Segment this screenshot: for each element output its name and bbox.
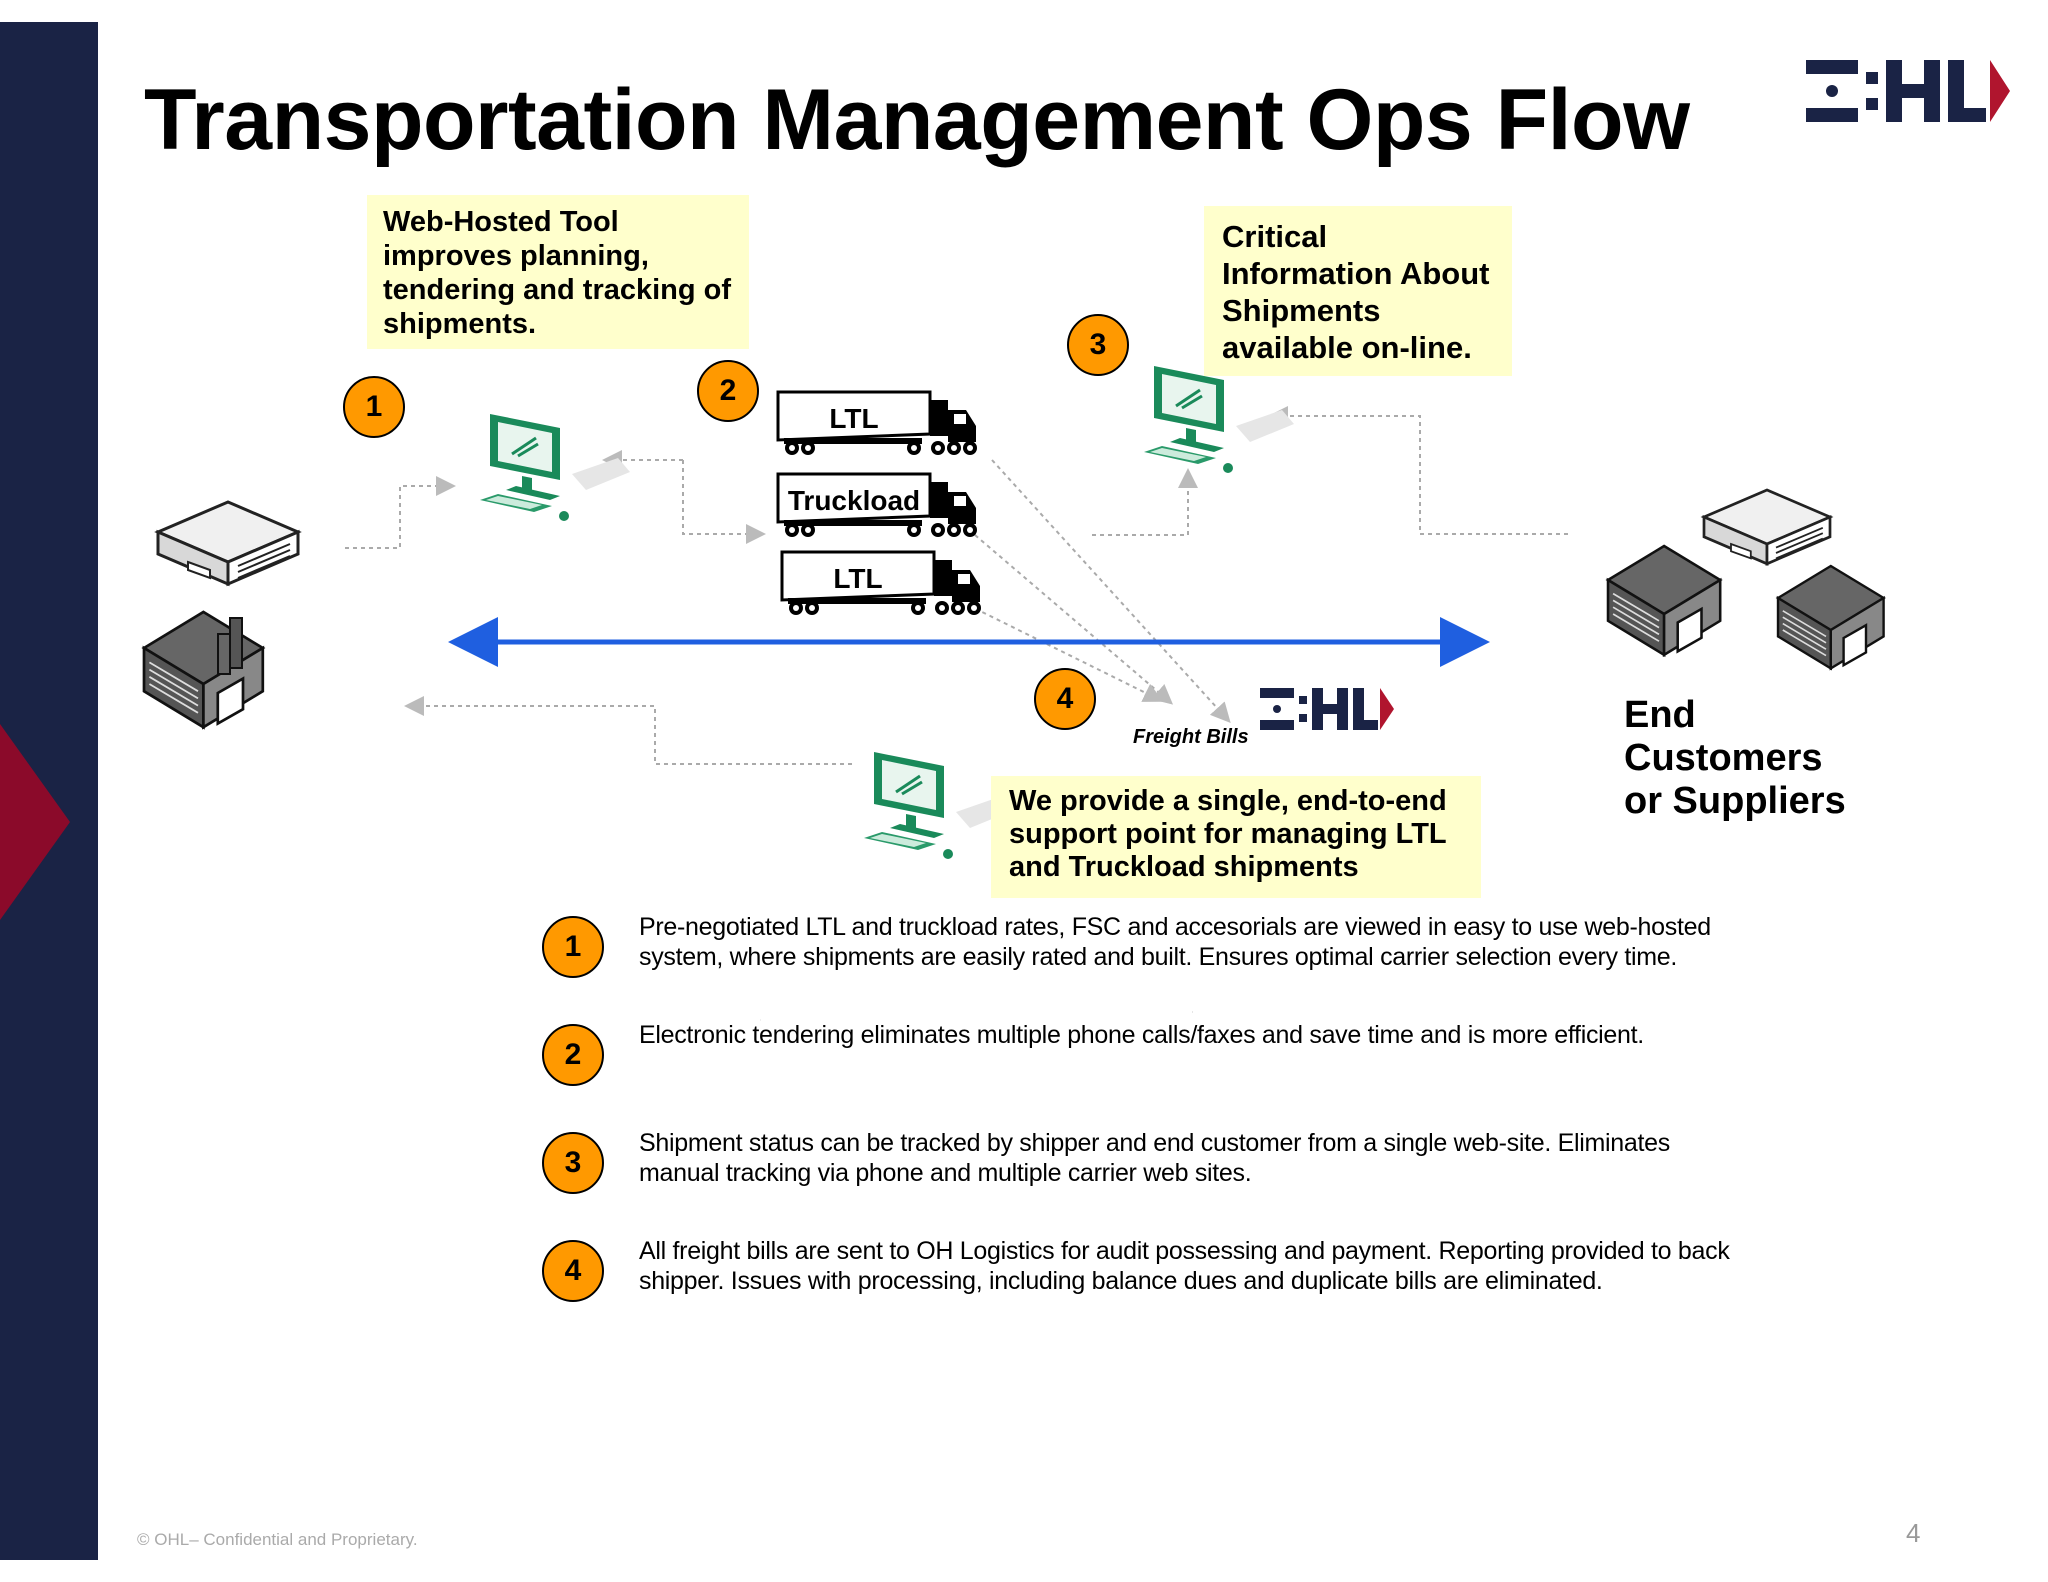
- item-text-3: Shipment status can be tracked by shippe…: [639, 1129, 1670, 1187]
- ohl-logo-freight: [1260, 688, 1394, 730]
- item-text-4: All freight bills are sent to OH Logisti…: [639, 1237, 1730, 1295]
- truck-label-ltl-1: LTL: [829, 403, 878, 434]
- end-label-line-1: End: [1624, 694, 1696, 736]
- truck-label-ltl-2: LTL: [833, 563, 882, 594]
- computer-icon-planning: [478, 412, 632, 523]
- shipper-factory-icon: [142, 610, 265, 729]
- truck-ltl-2: LTL: [780, 550, 983, 617]
- diagram-badge-4: 4: [1034, 668, 1096, 730]
- end-label-line-3: or Suppliers: [1624, 780, 1846, 822]
- item-badge-3: 3: [542, 1132, 604, 1194]
- ohl-logo-glyphs: [1806, 60, 2010, 122]
- page-title: Transportation Management Ops Flow: [144, 72, 1690, 168]
- customer-warehouse-icon-1: [1606, 544, 1722, 657]
- truck-label-truckload: Truckload: [788, 485, 920, 516]
- list-item: 3 Shipment status can be tracked by ship…: [542, 1129, 1742, 1242]
- callout-critical-info: Critical Information About Shipments ava…: [1204, 206, 1512, 376]
- page-number: 4: [1906, 1518, 1921, 1548]
- list-item: 4 All freight bills are sent to OH Logis…: [542, 1237, 1742, 1350]
- freight-bills-label: Freight Bills: [1133, 726, 1249, 748]
- callout-support-point: We provide a single, end-to-end support …: [991, 776, 1481, 898]
- list-item: 1 Pre-negotiated LTL and truckload rates…: [542, 913, 1742, 1026]
- truck-ltl-1: LTL: [776, 390, 979, 457]
- list-item: 2 Electronic tendering eliminates multip…: [542, 1021, 1742, 1134]
- item-badge-2: 2: [542, 1024, 604, 1086]
- callout-web-hosted-tool: Web-Hosted Tool improves planning, tende…: [367, 195, 749, 349]
- item-text-1: Pre-negotiated LTL and truckload rates, …: [639, 913, 1711, 971]
- diagram-badge-1: 1: [343, 376, 405, 438]
- end-customers-label: End Customers or Suppliers: [1624, 694, 1846, 823]
- diagram-badge-3: 3: [1067, 314, 1129, 376]
- diagram-badge-2: 2: [697, 360, 759, 422]
- item-badge-1: 1: [542, 916, 604, 978]
- truck-truckload: Truckload: [776, 472, 979, 539]
- item-text-2: Electronic tendering eliminates multiple…: [639, 1021, 1644, 1049]
- computer-icon-tracking: [1142, 364, 1296, 475]
- sidebar-wedge-shape: [0, 724, 70, 920]
- ohl-logo-top: [1806, 60, 2010, 122]
- customer-warehouse-icon-2: [1776, 564, 1885, 670]
- item-badge-4: 4: [542, 1240, 604, 1302]
- end-label-line-2: Customers: [1624, 737, 1823, 779]
- confidential-footer: © OHL– Confidential and Proprietary.: [137, 1530, 418, 1549]
- customer-server-icon: [1702, 488, 1832, 566]
- shipper-server-icon: [156, 500, 300, 586]
